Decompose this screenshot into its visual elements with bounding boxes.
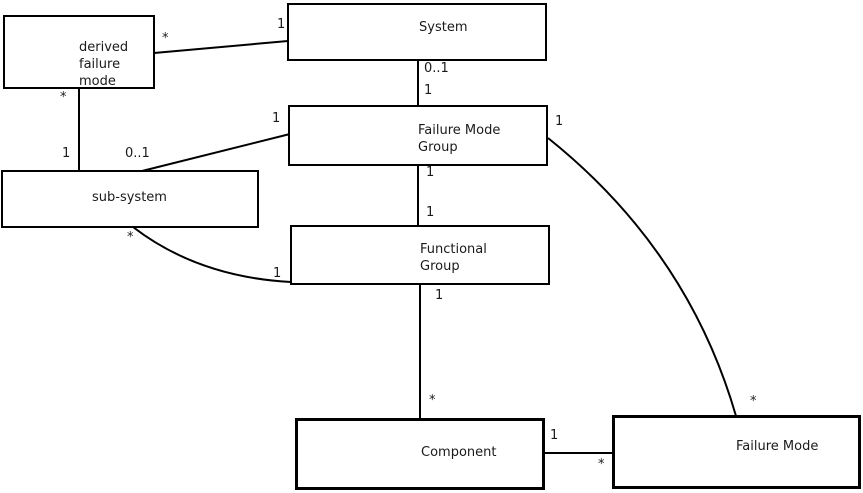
- node-derived-failure-mode: derived failure mode: [3, 15, 155, 89]
- multiplicity-system-failure-mode-group-near-group: 1: [424, 83, 433, 98]
- node-label-system: System: [419, 20, 468, 35]
- node-functional-group: Functional Group: [290, 225, 550, 285]
- multiplicity-functional-group-component-near-component: *: [429, 393, 436, 408]
- node-failure-mode: Failure Mode: [612, 415, 861, 489]
- edge-sub-system-functional-group: [132, 226, 292, 283]
- node-failure-mode-group: Failure Mode Group: [288, 105, 548, 166]
- edge-derived-failure-mode-system: [153, 40, 289, 54]
- multiplicity-failure-mode-group-failure-mode-near-group: 1: [555, 114, 564, 129]
- node-label-sub-system: sub-system: [92, 190, 167, 205]
- node-label-component: Component: [421, 445, 497, 460]
- multiplicity-failure-mode-group-failure-mode-near-failure-mode: *: [750, 394, 757, 409]
- multiplicity-component-failure-mode-near-failure-mode: *: [598, 457, 605, 472]
- multiplicity-failure-mode-group-functional-group-near-fg: 1: [426, 205, 435, 220]
- multiplicity-failure-mode-group-functional-group-near-fmg: 1: [426, 165, 435, 180]
- node-label-failure-mode: Failure Mode: [736, 439, 819, 454]
- node-label-derived-failure-mode: derived failure mode: [79, 40, 129, 89]
- multiplicity-derived-failure-mode-sub-system-near-sub-system: 1: [62, 146, 71, 161]
- multiplicity-system-failure-mode-group-near-system: 0..1: [424, 61, 449, 76]
- edge-failure-mode-group-failure-mode: [547, 137, 737, 417]
- multiplicity-sub-system-functional-group-near-fg: 1: [273, 266, 282, 281]
- multiplicity-derived-failure-mode-system-near-system: 1: [277, 17, 286, 32]
- node-label-functional-group: Functional Group: [420, 242, 487, 274]
- node-component: Component: [295, 418, 545, 490]
- multiplicity-component-failure-mode-near-component: 1: [550, 428, 559, 443]
- multiplicity-functional-group-component-near-fg: 1: [435, 288, 444, 303]
- multiplicity-derived-failure-mode-sub-system-near-derived: *: [60, 90, 67, 105]
- node-system: System: [287, 3, 547, 61]
- multiplicity-sub-system-failure-mode-group-near-sub-system: 0..1: [125, 146, 150, 161]
- edge-sub-system-failure-mode-group: [141, 133, 291, 172]
- node-label-failure-mode-group: Failure Mode Group: [418, 123, 501, 155]
- multiplicity-sub-system-failure-mode-group-near-group: 1: [272, 111, 281, 126]
- multiplicity-derived-failure-mode-system-near-derived: *: [162, 31, 169, 46]
- multiplicity-sub-system-functional-group-near-sub-system: *: [127, 230, 134, 245]
- node-sub-system: sub-system: [1, 170, 259, 228]
